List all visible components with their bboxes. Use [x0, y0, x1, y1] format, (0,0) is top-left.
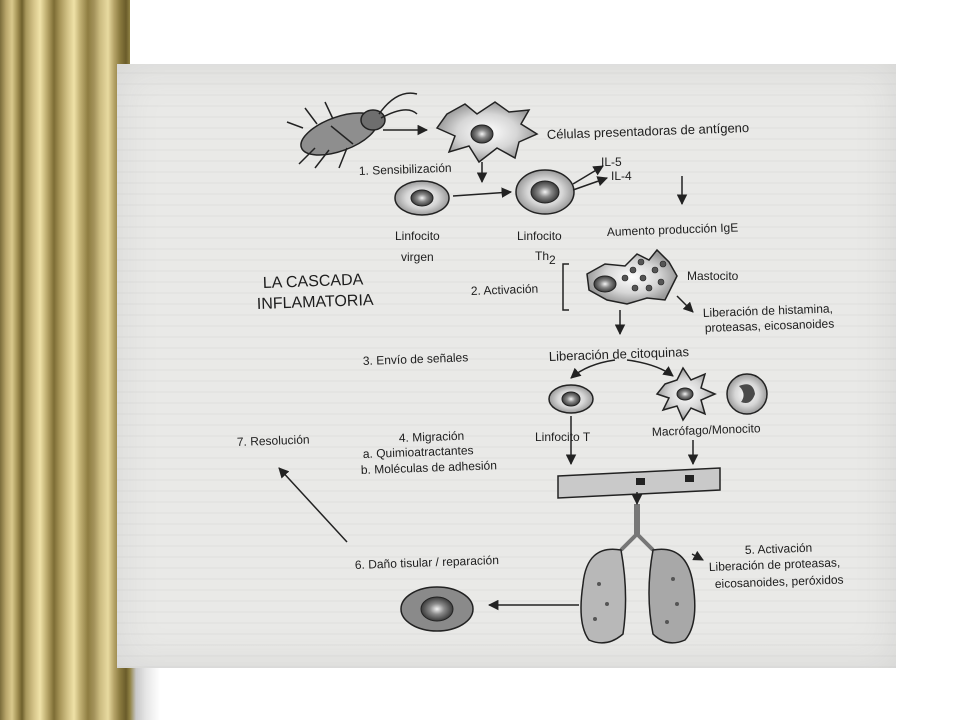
antigen-presenting-cell-icon [435, 101, 539, 164]
resolution-label: 7. Resolución [237, 432, 310, 449]
release-5-label-line2: eicosanoides, peróxidos [715, 573, 844, 591]
ige-label: Aumento producción IgE [607, 220, 739, 239]
blood-vessel-icon [557, 467, 721, 499]
th2-lymphocyte-icon [515, 169, 575, 215]
naive-lymphocyte-label-line1: Linfocito [395, 229, 440, 243]
damaged-tissue-icon [400, 586, 474, 632]
inflammatory-cascade-diagram: LA CASCADA INFLAMATORIA Células presenta… [237, 92, 844, 644]
apc-label: Células presentadoras de antígeno [547, 120, 750, 142]
histamine-label-line1: Liberación de histamina, [703, 301, 833, 320]
release-5-label-line1: Liberación de proteasas, [709, 555, 841, 574]
histamine-label-line2: proteasas, eicosanoides [705, 316, 835, 335]
mastocyte-icon [586, 248, 678, 305]
il4-label: IL-4 [611, 169, 632, 183]
naive-lymphocyte-icon [394, 180, 450, 216]
sensitization-label: 1. Sensibilización [359, 161, 452, 178]
activation-2-label: 2. Activación [471, 282, 539, 298]
migration-label: 4. Migración [399, 429, 465, 445]
t-lymphocyte-label: Linfocito T [535, 430, 591, 444]
lungs-icon [580, 504, 696, 644]
diagram-background [117, 64, 896, 668]
chemoattractants-label: a. Quimioatractantes [363, 443, 474, 461]
macrophage-label: Macrófago/Monocito [652, 421, 761, 439]
cytokines-label: Liberación de citoquinas [549, 344, 690, 364]
il5-label: IL-5 [601, 155, 622, 169]
th2-label-line2: Th2 [535, 249, 556, 267]
signals-label: 3. Envío de señales [363, 350, 469, 368]
diagram-title-line2: INFLAMATORIA [257, 292, 375, 313]
mastocyte-label: Mastocito [687, 269, 739, 283]
damage-label: 6. Daño tisular / reparación [355, 553, 499, 572]
cockroach-icon [286, 92, 418, 169]
diagram-title-line1: LA CASCADA [263, 271, 364, 292]
naive-lymphocyte-label-line2: virgen [401, 250, 434, 264]
th2-label-line1: Linfocito [517, 229, 562, 243]
macrophage-icon [655, 366, 717, 422]
flow-arrows [278, 124, 704, 611]
slide-top-band [130, 0, 960, 64]
t-lymphocyte-icon [548, 384, 594, 414]
adhesion-molecules-label: b. Moléculas de adhesión [361, 458, 497, 477]
activation-bracket [562, 263, 569, 311]
monocyte-icon [726, 373, 768, 415]
activation-5-label: 5. Activación [745, 541, 813, 557]
